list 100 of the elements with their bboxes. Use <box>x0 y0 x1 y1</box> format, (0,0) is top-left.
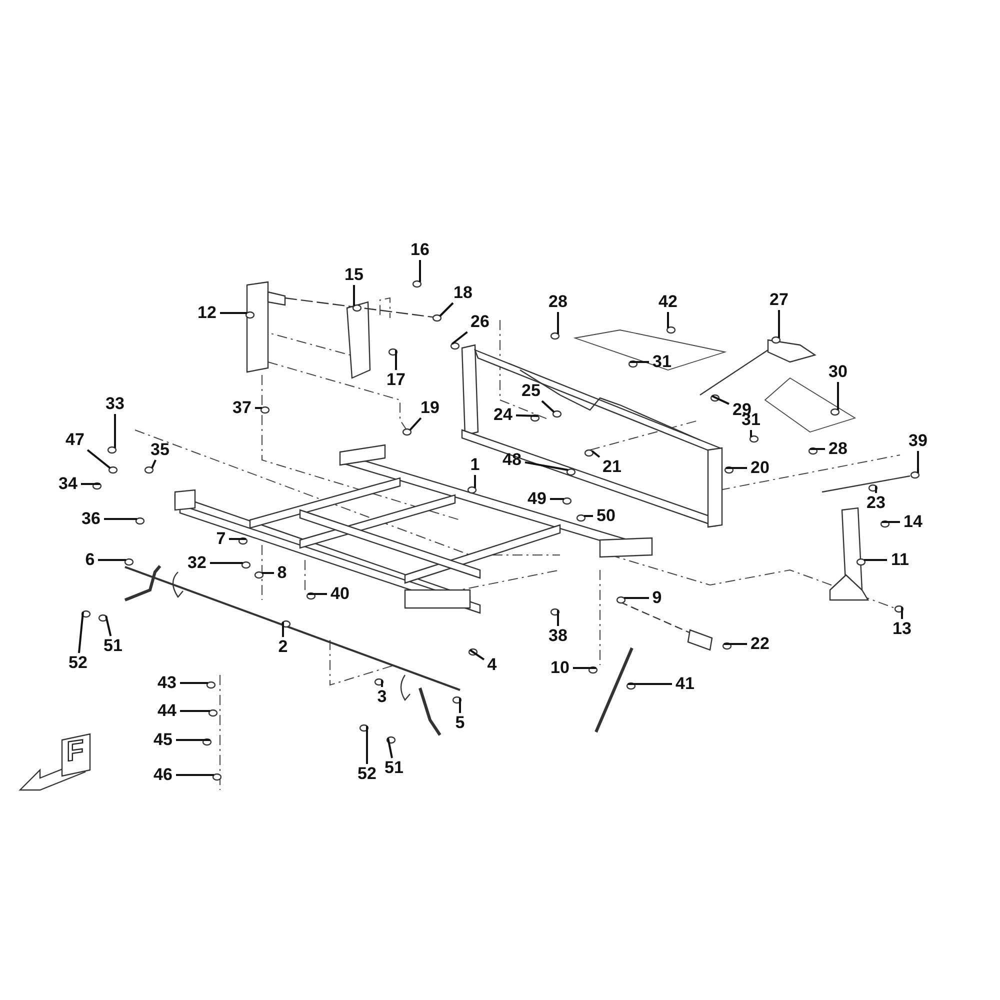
callout-number: 49 <box>526 489 548 509</box>
leader-line <box>750 430 752 437</box>
leader-line <box>724 643 747 645</box>
leader-line <box>86 449 111 469</box>
leader-line <box>81 483 100 485</box>
leader-line <box>901 607 903 619</box>
leader-line <box>419 260 421 282</box>
leader-line <box>409 417 422 431</box>
callout-number: 7 <box>215 529 227 549</box>
leader-line <box>229 538 246 540</box>
callout-number: 52 <box>67 653 89 673</box>
callout-number: 3 <box>376 687 388 707</box>
callout-number: 19 <box>419 398 441 418</box>
callout-number: 17 <box>385 370 407 390</box>
callout-number: 34 <box>57 474 79 494</box>
leader-line <box>726 467 747 469</box>
leader-line <box>864 559 887 561</box>
leader-line <box>105 616 112 636</box>
callout-number: 12 <box>196 303 218 323</box>
callout-number: 36 <box>80 509 102 529</box>
callout-number: 39 <box>907 431 929 451</box>
leader-line <box>176 774 214 776</box>
callout-number: 41 <box>674 674 696 694</box>
leader-line <box>381 680 383 687</box>
callout-number: 37 <box>231 398 253 418</box>
callout-number: 2 <box>277 637 289 657</box>
leader-line <box>114 414 116 448</box>
leader-line <box>557 312 559 334</box>
leader-line <box>395 350 397 370</box>
callout-number: 44 <box>156 701 178 721</box>
callout-number: 20 <box>749 458 771 478</box>
leader-line <box>262 572 274 574</box>
leader-line <box>282 622 284 637</box>
leader-line <box>469 649 485 660</box>
leader-line <box>516 414 538 417</box>
leader-line <box>98 559 126 561</box>
callout-number: 47 <box>64 430 86 450</box>
callout-number: 31 <box>651 352 673 372</box>
callout-number: 38 <box>547 626 569 646</box>
callout-number: 51 <box>383 758 405 778</box>
callout-number: 35 <box>149 440 171 460</box>
callout-number: 45 <box>152 730 174 750</box>
callout-number: 14 <box>902 512 924 532</box>
callout-number: 26 <box>469 312 491 332</box>
leader-line <box>474 475 476 488</box>
leader-line <box>624 597 649 599</box>
leader-line <box>451 331 468 345</box>
callout-number: 48 <box>501 450 523 470</box>
callout-number: 11 <box>889 550 911 570</box>
direction-letter: F <box>65 734 85 768</box>
leader-line <box>180 710 210 712</box>
callout-number: 8 <box>276 563 288 583</box>
callout-number: 13 <box>891 619 913 639</box>
leader-line <box>439 302 454 317</box>
leader-line <box>524 461 568 471</box>
callout-number: 51 <box>102 636 124 656</box>
callout-number: 28 <box>827 439 849 459</box>
leader-line <box>541 400 555 413</box>
leader-line <box>387 738 393 758</box>
leader-line <box>917 451 919 473</box>
leader-line <box>584 515 593 517</box>
leader-line <box>459 698 461 713</box>
leader-line <box>366 726 368 764</box>
leader-line <box>591 450 600 458</box>
leader-line <box>882 521 900 523</box>
callout-number: 15 <box>343 265 365 285</box>
leader-line <box>353 285 355 306</box>
leader-line <box>308 593 327 595</box>
callout-number: 25 <box>520 381 542 401</box>
callout-number: 23 <box>865 493 887 513</box>
callout-number: 21 <box>601 457 623 477</box>
callout-number: 50 <box>595 506 617 526</box>
callout-number: 9 <box>651 588 663 608</box>
callout-number: 28 <box>547 292 569 312</box>
callout-number: 5 <box>454 713 466 733</box>
callout-number: 4 <box>486 655 498 675</box>
leader-line <box>176 739 210 741</box>
callout-number: 16 <box>409 240 431 260</box>
callout-number: 22 <box>749 634 771 654</box>
leader-line <box>550 498 564 500</box>
leader-line <box>151 460 156 468</box>
leader-line <box>630 361 649 363</box>
leader-line <box>573 667 596 669</box>
leader-line <box>104 518 137 520</box>
callout-number: 18 <box>452 283 474 303</box>
callout-number: 1 <box>469 455 481 475</box>
leader-line <box>628 683 672 685</box>
callout-number: 43 <box>156 673 178 693</box>
leader-line <box>220 312 247 314</box>
leader-line <box>557 610 559 626</box>
leader-line <box>837 382 839 410</box>
callout-number: 46 <box>152 765 174 785</box>
callout-number: 42 <box>657 292 679 312</box>
leader-line <box>712 395 730 405</box>
leader-line <box>667 312 669 328</box>
callout-number: 6 <box>84 550 96 570</box>
leader-line <box>778 310 780 338</box>
callout-number: 32 <box>186 553 208 573</box>
callout-number: 24 <box>492 405 514 425</box>
callout-number: 27 <box>768 290 790 310</box>
